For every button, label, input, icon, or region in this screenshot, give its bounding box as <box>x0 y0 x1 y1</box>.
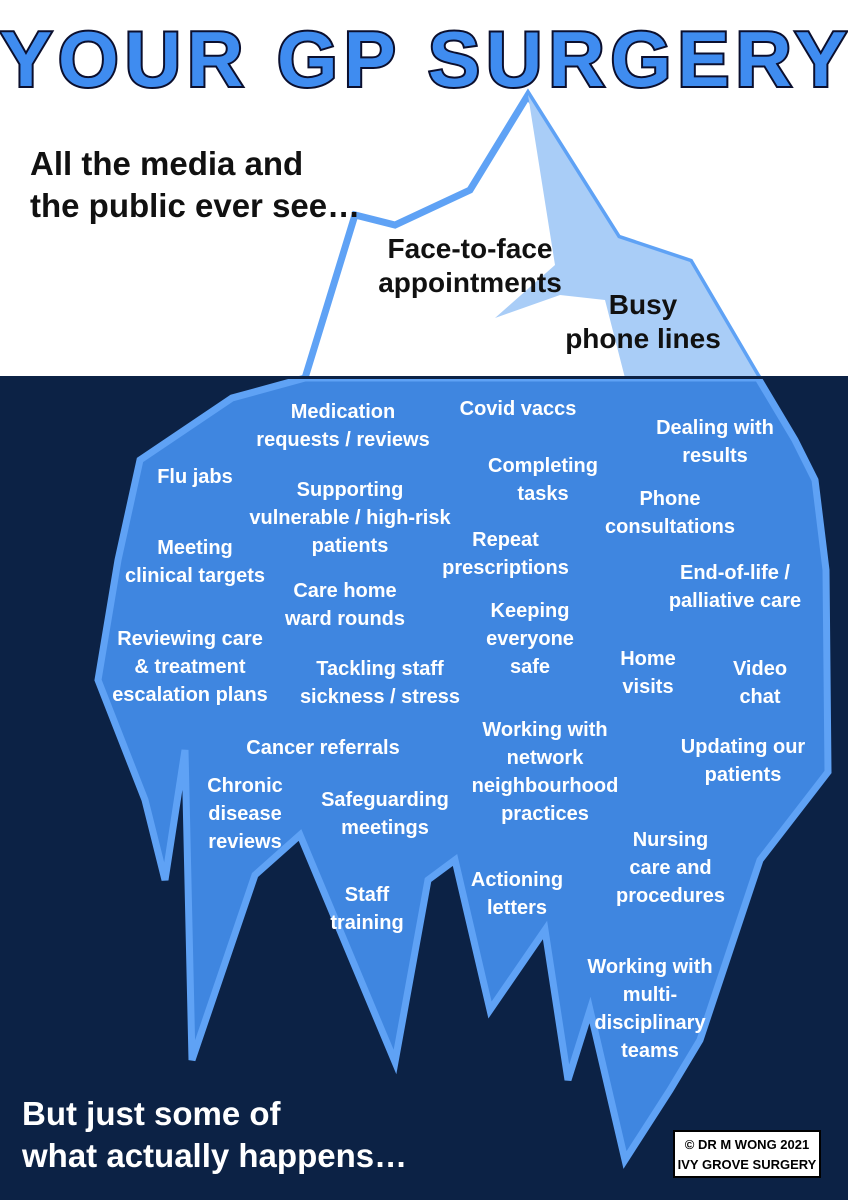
label-end-of-life: End-of-life /palliative care <box>668 562 802 612</box>
iceberg-underwater <box>94 374 832 1169</box>
label-covid-vaccs: Covid vaccs <box>459 398 577 420</box>
label-cancer-referrals: Cancer referrals <box>246 737 400 759</box>
waterline <box>0 376 848 379</box>
label-face-to-face: Face-to-face appointments <box>378 233 562 298</box>
credit-box: © DR M WONG 2021 IVY GROVE SURGERY <box>673 1130 821 1178</box>
credit-surgery: IVY GROVE SURGERY <box>677 1157 817 1172</box>
label-phone-lines: Busy phone lines <box>565 289 721 354</box>
credit-author: © DR M WONG 2021 <box>684 1137 810 1152</box>
iceberg-shade <box>495 95 758 378</box>
top-caption: All the media and the public ever see… <box>30 145 361 224</box>
poster-title: YOUR GP SURGERY <box>0 13 848 105</box>
label-flu-jabs: Flu jabs <box>157 466 233 488</box>
bottom-caption: But just some of what actually happens… <box>22 1095 408 1174</box>
